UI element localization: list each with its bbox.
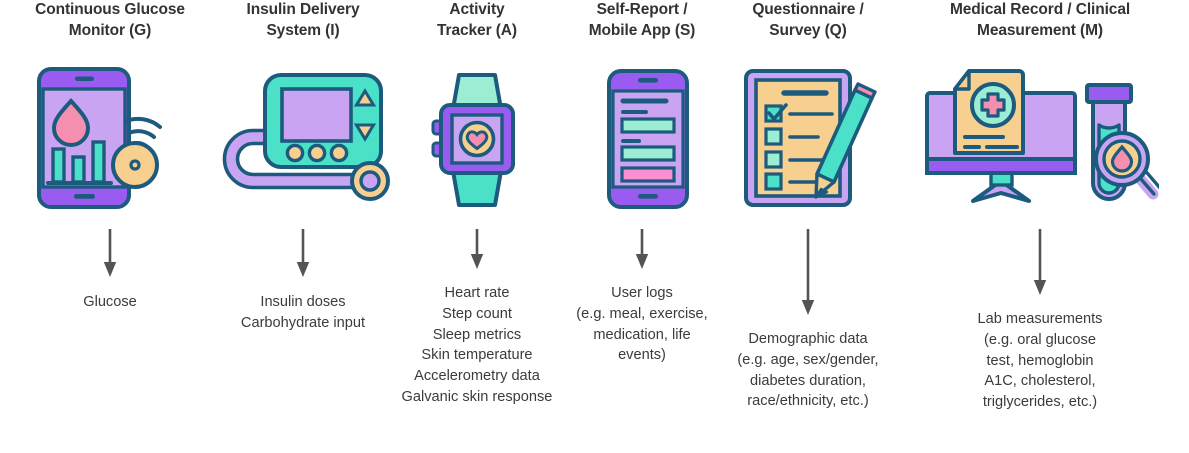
column-self-report-mobile-app: Self-Report / Mobile App (S) bbox=[558, 0, 726, 366]
down-arrow-icon bbox=[103, 229, 117, 278]
column-title-g: Continuous Glucose Monitor (G) bbox=[35, 1, 185, 39]
medical-record-svg bbox=[925, 69, 1159, 204]
column-medical-record-clinical-measurement: Medical Record / Clinical Measurement (M… bbox=[900, 0, 1180, 413]
column-title-s: Self-Report / Mobile App (S) bbox=[588, 1, 696, 39]
activity-tracker-watch-icon bbox=[417, 63, 537, 213]
medical-record-lab-icon bbox=[921, 63, 1159, 213]
caption-m: Lab measurements (e.g. oral glucose test… bbox=[977, 311, 1103, 411]
mobile-app-svg bbox=[607, 69, 689, 210]
caption-i: Insulin doses Carbohydrate input bbox=[240, 294, 366, 331]
cgm-svg bbox=[37, 67, 162, 210]
column-activity-tracker: Activity Tracker (A) bbox=[393, 0, 561, 408]
questionnaire-svg bbox=[744, 69, 877, 208]
arrow-a bbox=[468, 229, 486, 271]
down-arrow-icon bbox=[1033, 229, 1047, 296]
cgm-phone-sensor-icon bbox=[25, 63, 195, 213]
caption-q: Demographic data (e.g. age, sex/gender, … bbox=[737, 331, 879, 410]
column-title-q: Questionnaire / Survey (Q) bbox=[752, 1, 864, 39]
arrow-g bbox=[101, 229, 119, 279]
insulin-pump-svg bbox=[222, 73, 390, 202]
column-title-m: Medical Record / Clinical Measurement (M… bbox=[949, 1, 1131, 39]
down-arrow-icon bbox=[470, 229, 484, 270]
mobile-app-phone-icon bbox=[587, 63, 697, 213]
column-title-a: Activity Tracker (A) bbox=[437, 1, 517, 39]
caption-g: Glucose bbox=[83, 294, 137, 311]
caption-s: User logs (e.g. meal, exercise, medicati… bbox=[576, 285, 708, 364]
arrow-q bbox=[799, 229, 817, 317]
column-title-i: Insulin Delivery System (I) bbox=[246, 1, 360, 39]
arrow-i bbox=[294, 229, 312, 279]
insulin-pump-icon bbox=[213, 63, 393, 213]
questionnaire-clipboard-icon bbox=[728, 63, 888, 213]
down-arrow-icon bbox=[296, 229, 310, 278]
column-questionnaire-survey: Questionnaire / Survey (Q) bbox=[722, 0, 894, 412]
column-insulin-delivery-system: Insulin Delivery System (I) bbox=[208, 0, 398, 334]
down-arrow-icon bbox=[801, 229, 815, 316]
arrow-m bbox=[1031, 229, 1049, 297]
down-arrow-icon bbox=[635, 229, 649, 270]
caption-a: Heart rate Step count Sleep metrics Skin… bbox=[401, 285, 553, 405]
column-continuous-glucose-monitor: Continuous Glucose Monitor (G) bbox=[10, 0, 210, 313]
arrow-s bbox=[633, 229, 651, 271]
smartwatch-svg bbox=[431, 73, 515, 208]
